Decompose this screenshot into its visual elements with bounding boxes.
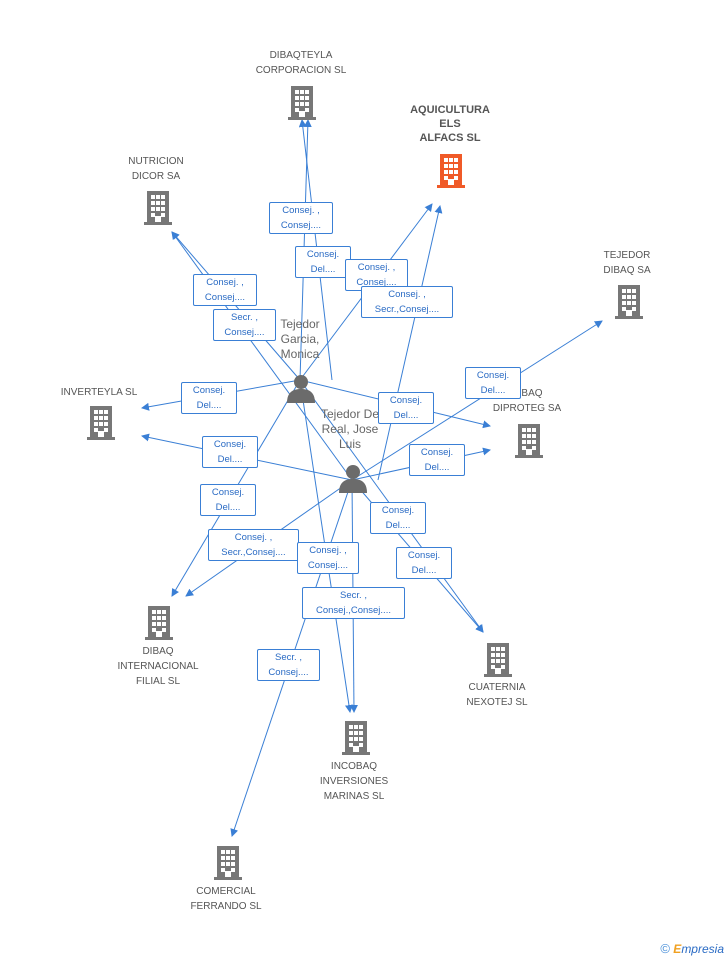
company-label-diproteg[interactable]: DIBAQ DIPROTEG SA: [492, 388, 562, 414]
jose-person-icon[interactable]: [339, 465, 367, 493]
aquicultura-building-icon[interactable]: [437, 154, 465, 188]
person-label-monica[interactable]: Tejedor Garcia, Monica: [280, 317, 320, 361]
diproteg-building-icon[interactable]: [515, 424, 543, 458]
relation-edge: [171, 231, 353, 481]
relation-edge: [171, 231, 301, 381]
tejedor-dibaq-building-icon[interactable]: [615, 285, 643, 319]
edge-label[interactable]: Consej.Del....: [370, 502, 426, 534]
internacional-building-icon[interactable]: [145, 606, 173, 640]
cuaternia-building-icon[interactable]: [484, 643, 512, 677]
company-label-tejedor-dibaq[interactable]: TEJEDOR DIBAQ SA: [603, 250, 651, 276]
company-label-aquicultura[interactable]: AQUICULTURA ELS ALFACS SL: [410, 104, 490, 144]
relation-edge: [351, 320, 603, 481]
comercial-building-icon[interactable]: [214, 846, 242, 880]
edge-label[interactable]: Consej.Del....: [378, 392, 434, 424]
edge-label[interactable]: Consej.Del....: [295, 246, 351, 278]
company-label-inverteyla[interactable]: INVERTEYLA SL: [60, 387, 138, 398]
edge-label[interactable]: Consej.Del....: [465, 367, 521, 399]
company-label-dibaqteyla[interactable]: DIBAQTEYLA CORPORACION SL: [255, 50, 347, 76]
person-label-jose[interactable]: Tejedor De Real, Jose Luis: [320, 407, 380, 451]
empresia-logo[interactable]: © Empresia: [660, 941, 724, 956]
inverteyla-building-icon[interactable]: [87, 406, 115, 440]
edge-label[interactable]: Consej. ,Secr.,Consej....: [361, 286, 453, 318]
company-label-cuaternia[interactable]: CUATERNIA NEXOTEJ SL: [466, 682, 528, 708]
edge-label[interactable]: Consej.Del....: [202, 436, 258, 468]
edges: [141, 119, 603, 837]
edge-label[interactable]: Secr. ,Consej....: [213, 309, 276, 341]
incobaq-building-icon[interactable]: [342, 721, 370, 755]
edge-label[interactable]: Secr. ,Consej.,Consej....: [302, 587, 405, 619]
edge-label[interactable]: Consej. ,Consej....: [269, 202, 333, 234]
edge-label[interactable]: Consej.Del....: [200, 484, 256, 516]
company-label-incobaq[interactable]: INCOBAQ INVERSIONES MARINAS SL: [319, 761, 389, 802]
company-label-nutricion[interactable]: NUTRICION DICOR SA: [128, 156, 184, 182]
edge-label[interactable]: Consej.Del....: [181, 382, 237, 414]
edge-label[interactable]: Consej.Del....: [409, 444, 465, 476]
nutricion-building-icon[interactable]: [144, 191, 172, 225]
company-label-internacional[interactable]: DIBAQ INTERNACIONAL FILIAL SL: [117, 646, 199, 687]
edge-label[interactable]: Consej. ,Consej....: [297, 542, 359, 574]
monica-person-icon[interactable]: [287, 375, 315, 403]
dibaqteyla-building-icon[interactable]: [288, 86, 316, 120]
edge-label[interactable]: Secr. ,Consej....: [257, 649, 320, 681]
edge-label[interactable]: Consej. ,Secr.,Consej....: [208, 529, 299, 561]
relation-edge: [377, 205, 443, 481]
edge-label[interactable]: Consej. ,Consej....: [193, 274, 257, 306]
edge-label[interactable]: Consej.Del....: [396, 547, 452, 579]
company-label-comercial[interactable]: COMERCIAL FERRANDO SL: [190, 886, 262, 912]
